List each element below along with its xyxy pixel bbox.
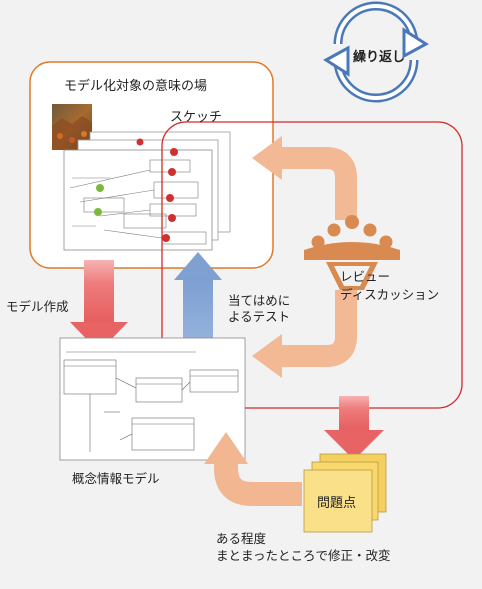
model-creation-arrow (70, 260, 128, 352)
revision-arrow (204, 432, 302, 506)
fix-label-line1: ある程度 (216, 531, 267, 546)
loop-icon (323, 1, 429, 103)
conceptual-model-label: 概念情報モデル (72, 471, 160, 486)
issues-notes (303, 453, 387, 533)
review-loop-frame (161, 121, 463, 409)
sketch-stack (63, 131, 231, 251)
conceptual-model-document (59, 337, 246, 461)
feedback-arrow (252, 136, 357, 378)
test-label-line2: よるテスト (228, 309, 291, 324)
meeting-icon (304, 215, 400, 290)
review-label-line1: レビュー (340, 269, 391, 284)
sketch-apple-marks (94, 138, 178, 242)
issues-label: 問題点 (317, 496, 357, 511)
loop-label: 繰り返し (353, 50, 406, 65)
issues-arrow (324, 396, 384, 460)
sketch-label: スケッチ (170, 110, 223, 125)
conceptual-model-details (63, 351, 239, 452)
test-label-line1: 当てはめに (228, 293, 291, 308)
sketch-sheet-details (69, 159, 207, 245)
review-label-line2: ディスカッション (340, 287, 440, 302)
model-creation-label: モデル作成 (6, 299, 69, 314)
domain-box-label: モデル化対象の意味の場 (64, 79, 208, 94)
fix-label-line2: まとまったところで修正・改変 (216, 548, 391, 563)
